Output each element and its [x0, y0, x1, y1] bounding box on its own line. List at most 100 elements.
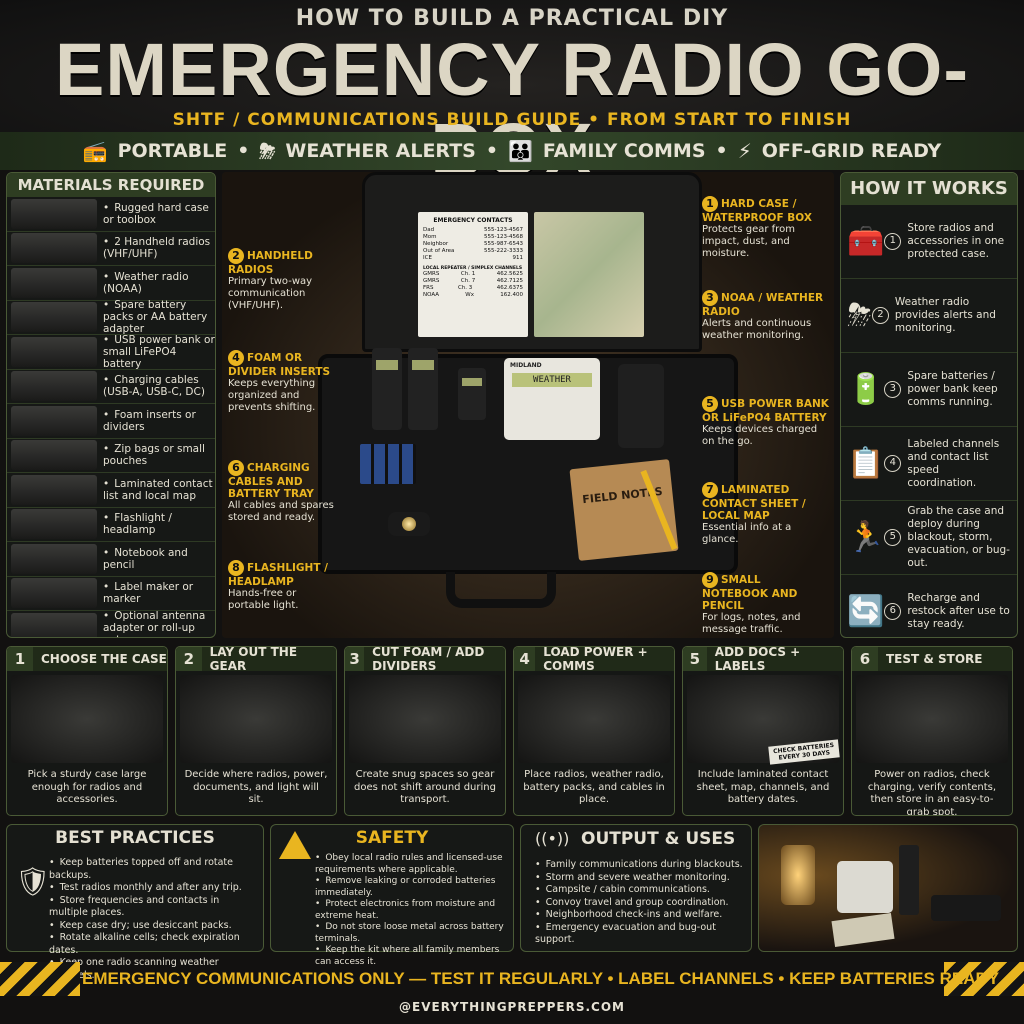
step-number: 1: [7, 647, 33, 671]
handheld-radio: [458, 368, 486, 420]
weather-radio-brand: MIDLAND: [510, 362, 542, 369]
material-item: Charging cables (USB-A, USB-C, DC): [7, 370, 215, 404]
contact-card-subtitle: LOCAL REPEATER / SIMPLEX CHANNELS: [423, 266, 523, 271]
power-bank: [618, 364, 664, 448]
step-text: Pick a sturdy case large enough for radi…: [27, 769, 147, 805]
contact-number: 555-123-4568: [484, 234, 523, 240]
footer-banner: EMERGENCY COMMUNICATIONS ONLY — TEST IT …: [82, 969, 1000, 988]
contact-name: Dad: [423, 227, 435, 233]
callout-number: 1: [702, 196, 718, 212]
list-item: Campsite / cabin communications.: [535, 884, 749, 897]
list-item: Storm and severe weather monitoring.: [535, 872, 749, 885]
callout-body: Primary two-way communication (VHF/UHF).: [228, 276, 313, 311]
storm-icon: ⛈: [259, 139, 276, 163]
callout-body: Alerts and continuous weather monitoring…: [702, 318, 812, 341]
how-step-number: 1: [884, 233, 902, 250]
step-title: LAY OUT THE GEAR: [209, 646, 298, 673]
case-handle: [446, 572, 556, 608]
contact-name: Mom: [423, 234, 437, 240]
callout-number: 8: [228, 560, 244, 576]
material-label: Rugged hard case or toolbox: [103, 202, 215, 226]
material-thumbnail: [11, 267, 97, 298]
contact-name: Out of Area: [423, 248, 455, 254]
how-step-number: 5: [884, 529, 902, 546]
case-lid: [362, 172, 702, 352]
callout-body: Keeps everything organized and prevents …: [228, 378, 316, 413]
material-thumbnail: [11, 440, 97, 471]
material-item: Foam inserts or dividers: [7, 404, 215, 439]
callout-title: HANDHELD RADIOS: [228, 250, 313, 276]
contact-number: 911: [512, 255, 524, 261]
step-text: Decide where radios, power, documents, a…: [184, 769, 328, 805]
channel-id: Ch. 3: [457, 285, 473, 291]
step-title: ADD DOCS + LABELS: [714, 646, 801, 673]
step-text: Create snug spaces so gear does not shif…: [354, 769, 496, 805]
handheld-radio: [408, 348, 438, 430]
notebook: [831, 912, 895, 948]
step-number: 3: [345, 647, 365, 671]
materials-panel: MATERIALS REQUIRED Rugged hard case or t…: [6, 172, 216, 638]
callout-title: HARD CASE / WATERPROOF BOX: [702, 198, 812, 224]
channel-id: Ch. 7: [460, 278, 476, 284]
lantern: [781, 845, 815, 905]
material-thumbnail: [11, 302, 97, 333]
materials-list: Rugged hard case or toolbox2 Handheld ra…: [7, 197, 215, 637]
contact-name: ICE: [423, 255, 432, 261]
list-item: Remove leaking or corroded batteries imm…: [315, 876, 511, 899]
contact-number: 555-123-4567: [484, 227, 523, 233]
contact-row: Dad 555-123-4567: [423, 227, 523, 234]
list-item: Keep batteries topped off and rotate bac…: [49, 857, 261, 882]
step-title: TEST & STORE: [886, 652, 983, 666]
step-number: 6: [852, 647, 878, 671]
channel-id: Ch. 1: [460, 271, 476, 277]
weather-radio: [837, 861, 893, 913]
safety-list: Obey local radio rules and licensed-use …: [315, 853, 511, 968]
contact-row: ICE 911: [423, 255, 523, 262]
how-step-text: Grab the case and deploy during blackout…: [907, 505, 1010, 569]
callout-number: 6: [228, 460, 244, 476]
contact-name: Neighbor: [423, 241, 449, 247]
list-item: Family communications during blackouts.: [535, 859, 749, 872]
step-text: Power on radios, check charging, verify …: [867, 769, 997, 816]
material-thumbnail: [11, 543, 97, 574]
contact-number: 555-987-6543: [484, 241, 523, 247]
how-step-number: 6: [884, 603, 902, 620]
bolt-icon: ⚡: [737, 139, 752, 163]
toolbox-icon: 🧰: [847, 224, 885, 259]
channel-freq: 462.6375: [496, 285, 523, 291]
safety-title: SAFETY: [355, 828, 429, 848]
material-label: Notebook and pencil: [103, 547, 215, 571]
contact-number: 555-222-3333: [484, 248, 523, 254]
material-thumbnail: [11, 233, 97, 264]
feature-portable: PORTABLE: [117, 140, 228, 162]
material-item: Weather radio (NOAA): [7, 266, 215, 301]
material-item: USB power bank or small LiFePO4 battery: [7, 334, 215, 370]
list-item: Neighborhood check-ins and welfare.: [535, 909, 749, 922]
callout-number: 7: [702, 482, 718, 498]
material-thumbnail: [11, 371, 97, 402]
weather-radio-screen: WEATHER: [512, 373, 592, 387]
how-step-number: 4: [884, 455, 902, 472]
callout-number: 5: [702, 396, 718, 412]
material-thumbnail: [11, 405, 97, 436]
output-list: Family communications during blackouts.S…: [535, 859, 749, 947]
material-label: USB power bank or small LiFePO4 battery: [103, 334, 215, 370]
channel-service: GMRS: [423, 271, 440, 277]
handheld-radio: [899, 845, 919, 915]
material-item: Rugged hard case or toolbox: [7, 197, 215, 232]
contact-row: Neighbor 555-987-6543: [423, 241, 523, 248]
how-step-text: Labeled channels and contact list speed …: [907, 437, 1000, 489]
